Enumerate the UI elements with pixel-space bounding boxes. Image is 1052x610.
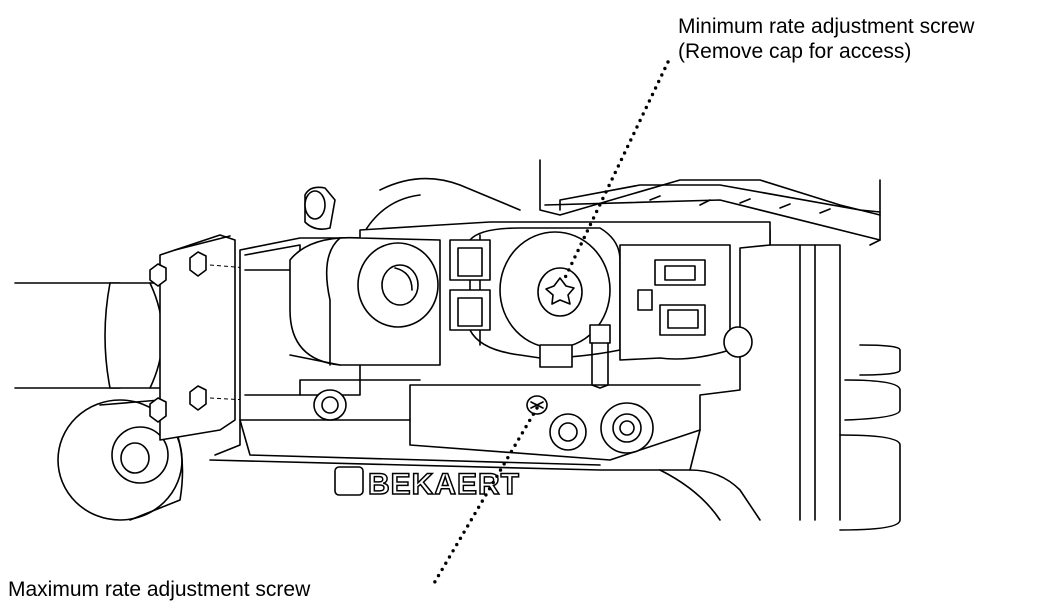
- leader-line-minimum: [561, 60, 670, 284]
- flange-plate: [149, 234, 249, 441]
- mounting-frame: [359, 159, 881, 521]
- maximum-rate-label: Maximum rate adjustment screw: [8, 578, 311, 601]
- upper-cap: [304, 186, 336, 230]
- blower-housing: [659, 344, 901, 531]
- minimum-rate-label: Minimum rate adjustment screw: [678, 15, 975, 38]
- maximum-rate-callout: Maximum rate adjustment screw: [8, 577, 310, 602]
- lower-left-knob: [57, 399, 184, 521]
- spade-connector-terminals: [449, 239, 753, 361]
- minimum-rate-note: (Remove cap for access): [678, 40, 912, 63]
- minimum-rate-callout: Minimum rate adjustment screw (Remove ca…: [678, 14, 974, 64]
- valve-outlet-ports: [313, 389, 654, 454]
- flange-nut-icon: [149, 251, 207, 423]
- bekaert-logo: BEKAERT: [334, 466, 520, 502]
- logo-wordmark: BEKAERT: [368, 468, 520, 501]
- solenoid-coil-left: [289, 236, 441, 366]
